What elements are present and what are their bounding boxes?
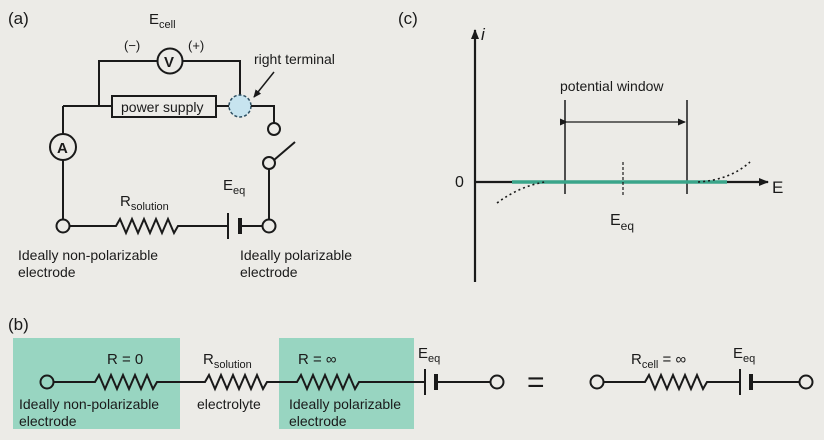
r0-label: R = 0 [107, 351, 143, 368]
r-solution-resistor [69, 216, 228, 236]
eq-rcell-resistor [603, 372, 740, 392]
plus-sign: (+) [188, 38, 204, 53]
equals-sign: = [527, 366, 545, 399]
right-terminal-symbol [228, 94, 252, 118]
non-polarizable-label-1: Ideally non-polarizable [18, 247, 158, 263]
oxidation-tail [697, 161, 751, 183]
r-solution-label: Rsolution [120, 193, 169, 213]
reduction-tail [496, 181, 546, 204]
y-axis-label: i [481, 25, 486, 44]
b-eeq-label: Eeq [418, 345, 440, 365]
left-electrode-terminal [55, 218, 71, 234]
right-electrode-terminal [261, 218, 277, 234]
wire-terminal-switch [251, 105, 275, 123]
b-r-solution-label: Rsolution [203, 351, 252, 371]
eq-eeq-label: Eeq [733, 345, 755, 365]
right-terminal-arrow [253, 71, 275, 98]
panel-b: (b) R = 0 Rsolution R = ∞ Eeq Ideally no… [8, 315, 814, 429]
panel-b-label: (b) [8, 315, 29, 334]
polarizable-label-1: Ideally polarizable [240, 247, 352, 263]
switch-top-contact [267, 122, 281, 136]
voltmeter-symbol [156, 47, 184, 75]
polarizable-label-2: electrode [240, 264, 298, 280]
panel-a: (a) Ecell (−) (+) V power supply right t… [8, 9, 352, 280]
b-polarizable-1: Ideally polarizable [289, 396, 401, 412]
minus-sign: (−) [124, 38, 140, 53]
b-non-polarizable-1: Ideally non-polarizable [19, 396, 159, 412]
panel-a-label: (a) [8, 9, 29, 28]
x-axis-label: E [772, 178, 783, 197]
switch-bottom-contact [262, 156, 276, 170]
power-supply-label: power supply [121, 99, 204, 115]
b-electrolyte: electrolyte [197, 396, 261, 412]
switch-lever [273, 141, 296, 161]
right-terminal-label: right terminal [254, 51, 335, 67]
b-right-terminal [489, 374, 505, 390]
eeq-c-label: Eeq [610, 212, 634, 233]
rcell-label: Rcell = ∞ [631, 351, 686, 371]
b-series-resistors [53, 372, 425, 392]
b-non-polarizable-2: electrode [19, 413, 77, 429]
eq-right-terminal [798, 374, 814, 390]
ecell-label: Ecell [149, 11, 176, 31]
non-polarizable-label-2: electrode [18, 264, 76, 280]
rinf-label: R = ∞ [298, 351, 337, 368]
panel-c: (c) i E 0 potential window Eeq [398, 9, 783, 282]
panel-c-label: (c) [398, 9, 418, 28]
eeq-label: Eeq [223, 177, 245, 197]
voltmeter-letter: V [164, 54, 174, 71]
zero-label: 0 [455, 174, 464, 191]
polarizable-highlight [279, 338, 414, 429]
window-label: potential window [560, 78, 664, 94]
ammeter-letter: A [57, 140, 68, 157]
b-polarizable-2: electrode [289, 413, 347, 429]
eq-left-terminal [589, 374, 605, 390]
